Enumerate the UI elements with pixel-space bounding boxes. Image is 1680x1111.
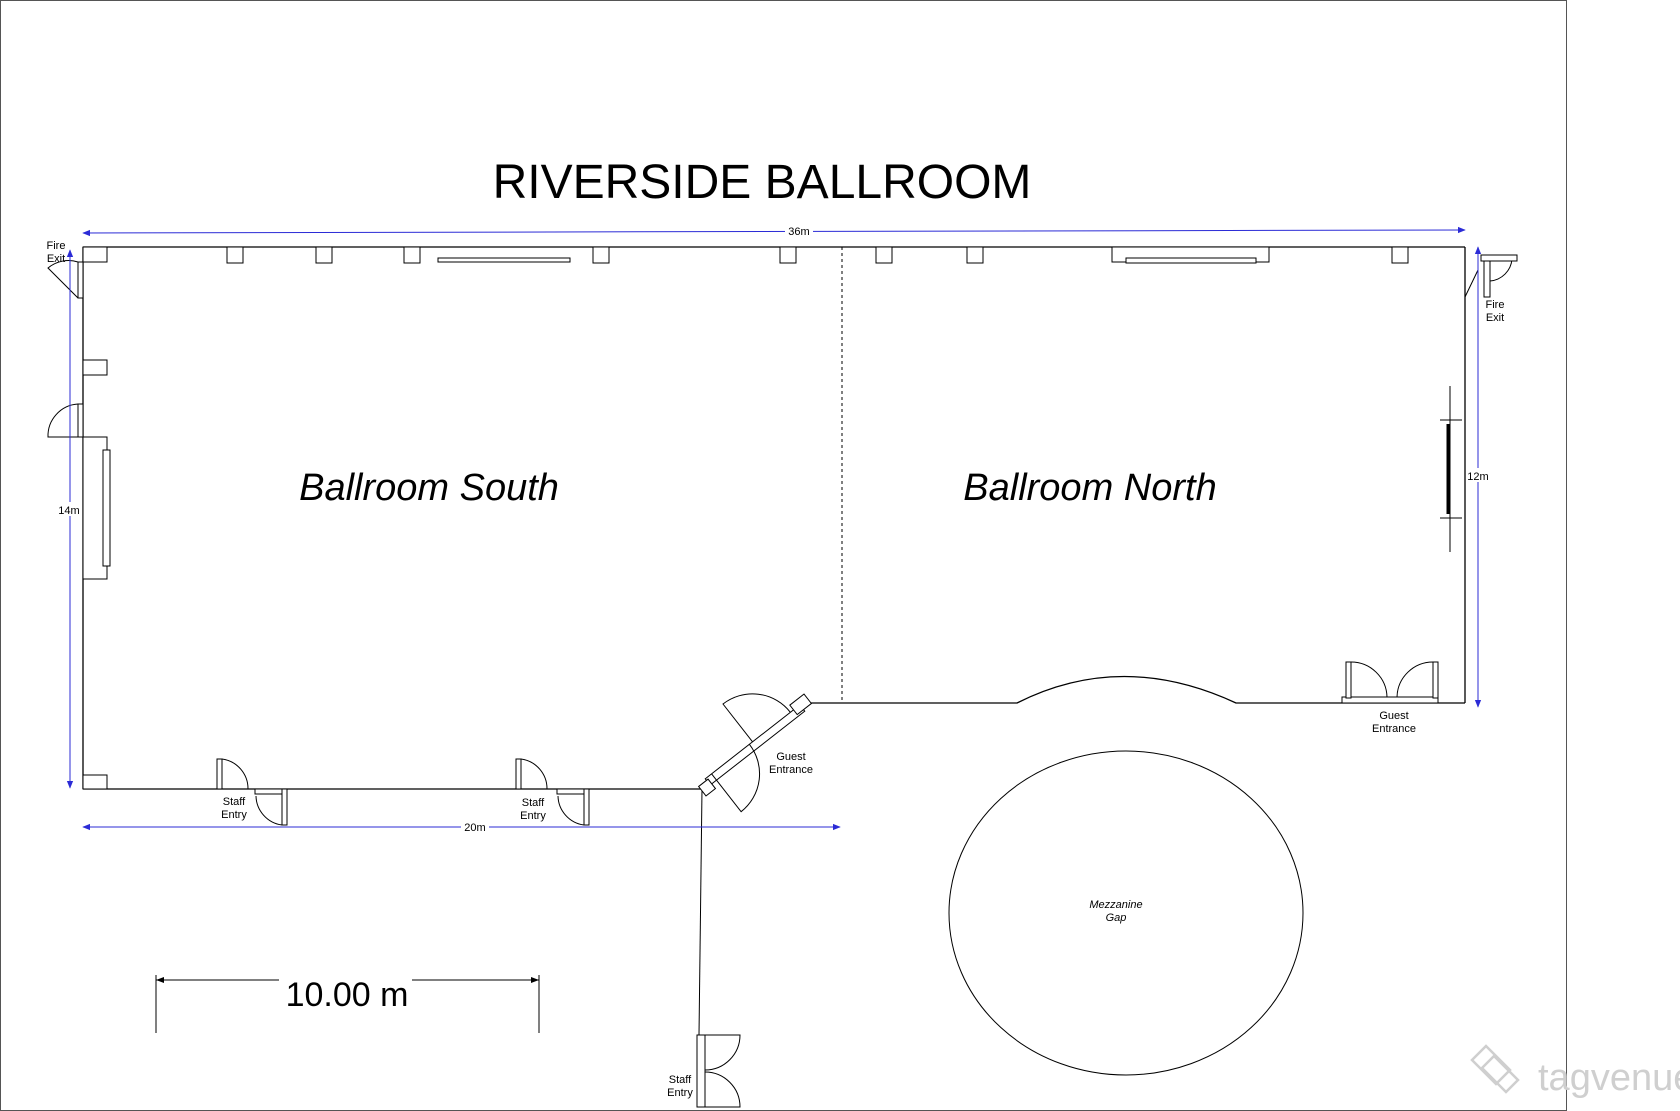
guest-entrance-south-label-2: Entrance xyxy=(769,764,813,776)
watermark: tagvenue xyxy=(1470,1044,1680,1099)
side-door-left xyxy=(47,403,84,438)
staff-entry-2-label-1: Staff xyxy=(522,797,545,809)
fire-exit-right-door xyxy=(1480,254,1518,298)
dim-left-label: 14m xyxy=(58,505,79,517)
staff-entry-1-label-2: Entry xyxy=(221,809,247,821)
mezzanine-label-1: Mezzanine xyxy=(1089,899,1142,911)
scale-bar xyxy=(155,975,540,1033)
scale-bar-label: 10.00 m xyxy=(286,976,409,1014)
staff-entry-3-label-2: Entry xyxy=(667,1087,693,1099)
staff-entry-3-door xyxy=(696,1034,741,1108)
guest-entrance-north-door xyxy=(1341,661,1439,704)
dim-right-label: 12m xyxy=(1467,471,1488,483)
dimension-lines xyxy=(66,226,1482,831)
fire-exit-left-label-2: Exit xyxy=(47,253,65,265)
room-label-south: Ballroom South xyxy=(299,467,559,509)
building-walls xyxy=(82,246,1466,1036)
guest-entrance-south-door xyxy=(697,693,813,813)
fire-exit-right-label-2: Exit xyxy=(1486,312,1504,324)
wall-features xyxy=(82,246,1479,790)
fire-exit-left-door xyxy=(47,260,84,299)
tagvenue-logo-icon xyxy=(1470,1044,1520,1094)
fire-exit-right-label-1: Fire xyxy=(1486,299,1505,311)
staff-entry-2-door xyxy=(515,758,590,826)
dim-top-label: 36m xyxy=(788,226,809,238)
staff-entry-2-label-2: Entry xyxy=(520,810,546,822)
watermark-text: tagvenue xyxy=(1538,1057,1680,1099)
staff-entry-1-label-1: Staff xyxy=(223,796,246,808)
guest-entrance-north-label-1: Guest xyxy=(1379,710,1408,722)
mezzanine-gap-circle xyxy=(948,750,1304,1076)
guest-entrance-north-label-2: Entrance xyxy=(1372,723,1416,735)
room-label-north: Ballroom North xyxy=(963,467,1216,509)
staff-entry-3-label-1: Staff xyxy=(669,1074,692,1086)
mezzanine-label-2: Gap xyxy=(1106,912,1127,924)
fire-exit-left-label-1: Fire xyxy=(47,240,66,252)
dim-bottom-label: 20m xyxy=(464,822,485,834)
guest-entrance-south-label-1: Guest xyxy=(776,751,805,763)
plan-title: RIVERSIDE BALLROOM xyxy=(493,156,1032,209)
